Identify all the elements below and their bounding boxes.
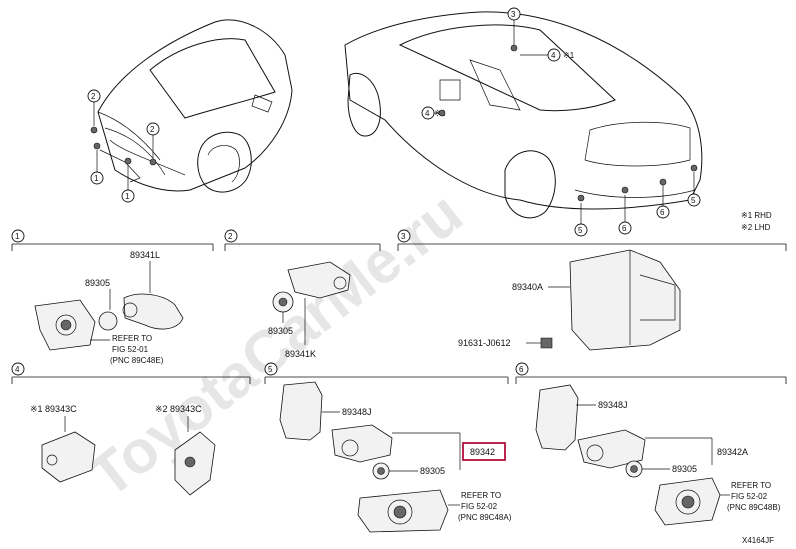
section-4-badge[interactable]: [11, 362, 25, 376]
part-89305-s6[interactable]: 89305: [672, 464, 697, 474]
fig-text-s5[interactable]: FIG 52-02: [461, 502, 498, 511]
screw-part: [540, 337, 553, 349]
rear-callout-label: 4: [551, 51, 556, 60]
section-3-number: 3: [401, 232, 406, 241]
section-5: 5 89348J 89342 89305 REFER TO FIG 52-02 …: [264, 362, 512, 533]
rear-callout-label: 6: [660, 208, 665, 217]
rear-sensor-marker: [577, 194, 585, 202]
rear-callout-6a[interactable]: [618, 221, 632, 235]
rear-callout-5b[interactable]: [687, 193, 701, 207]
refer-text-s5: REFER TO: [461, 491, 501, 500]
refer-text-s6: REFER TO: [731, 481, 771, 490]
rear-callout-4b[interactable]: [421, 106, 435, 120]
front-car-illustration: [97, 19, 293, 193]
sensor-part: [123, 293, 184, 330]
section-2-number: 2: [228, 232, 233, 241]
front-callout-2b[interactable]: [146, 122, 160, 136]
part-89305-s1[interactable]: 89305: [85, 278, 110, 288]
sensor-part: [577, 429, 646, 469]
rear-callout-4a[interactable]: [547, 48, 561, 62]
section-1-number: 1: [15, 232, 20, 241]
pnc-text-s1: (PNC 89C48E): [110, 356, 164, 365]
part-89348J-s5[interactable]: 89348J: [342, 407, 372, 417]
computer-module-part: [569, 249, 681, 351]
front-sensor-marker: [90, 126, 98, 134]
highlighted-part-box[interactable]: [462, 442, 506, 461]
rear-callout-label: 5: [691, 196, 696, 205]
fig-text-s6[interactable]: FIG 52-02: [731, 492, 768, 501]
section-3-badge[interactable]: [397, 229, 411, 243]
section-6-number: 6: [519, 365, 524, 374]
rear-callout-label: 3: [511, 10, 516, 19]
front-callout-label: 2: [150, 125, 155, 134]
section-2-badge[interactable]: [224, 229, 238, 243]
retainer-part: [279, 381, 323, 441]
part-89305-s2[interactable]: 89305: [268, 326, 293, 336]
front-callout-1b[interactable]: [121, 189, 135, 203]
section-6-badge[interactable]: [515, 362, 529, 376]
section-2: 2 89305 89341K: [224, 229, 381, 359]
pnc-text-s6: (PNC 89C48B): [727, 503, 781, 512]
legend-rhd: ※1 RHD: [741, 211, 772, 220]
sensor-part: [331, 424, 393, 463]
part-89348J-s6[interactable]: 89348J: [598, 400, 628, 410]
section-3: 3 89340A 91631-J0612: [397, 229, 787, 351]
rear-callout-3[interactable]: [507, 7, 521, 21]
part-89343C-lhd[interactable]: ※2 89343C: [155, 404, 202, 414]
part-89342[interactable]: 89342: [470, 447, 495, 457]
part-89305-s5[interactable]: 89305: [420, 466, 445, 476]
front-sensor-marker: [93, 142, 101, 150]
rear-sensor-marker: [510, 44, 518, 52]
rear-car-illustration: [344, 11, 703, 219]
front-callout-label: 2: [91, 92, 96, 101]
rear-callout-6b[interactable]: [656, 205, 670, 219]
front-sensor-marker: [149, 158, 157, 166]
rear-callout-label: 4: [425, 109, 430, 118]
section-5-number: 5: [268, 365, 273, 374]
part-89342A[interactable]: 89342A: [717, 447, 748, 457]
rear-callout-label: 5: [578, 226, 583, 235]
retainer-part: [535, 384, 579, 451]
rear-sensor-marker: [438, 109, 446, 117]
front-sensor-marker: [124, 157, 132, 165]
legend-lhd: ※2 LHD: [741, 223, 771, 232]
figure-code: X4164JF: [742, 536, 774, 545]
part-89343C-rhd[interactable]: ※1 89343C: [30, 404, 77, 414]
grommet-part: [98, 311, 118, 331]
section-1: 1 89341L 89305 REFER TO FIG 52-01 (PNC 8…: [11, 229, 214, 365]
rear-sensor-marker: [690, 164, 698, 172]
section-5-badge[interactable]: [264, 362, 278, 376]
part-89341L[interactable]: 89341L: [130, 250, 160, 260]
section-6: 6 89348J 89342A 89305 REFER TO FIG 52-02…: [515, 362, 787, 526]
section-4-number: 4: [15, 365, 20, 374]
section-1-badge[interactable]: [11, 229, 25, 243]
part-89340A[interactable]: 89340A: [512, 282, 543, 292]
rear-callouts: 3 4 ※1 4 ※2 5 5 6 6: [421, 7, 701, 237]
refer-text-s1: REFER TO: [112, 334, 152, 343]
buzzer-part-rhd: [41, 431, 96, 483]
rear-rhd-mark: ※1: [563, 51, 575, 60]
rear-callout-label: 6: [622, 224, 627, 233]
rear-sensor-marker: [659, 178, 667, 186]
rear-sensor-marker: [621, 186, 629, 194]
rear-callout-5a[interactable]: [574, 223, 588, 237]
sensor-part: [287, 261, 351, 299]
part-89341K[interactable]: 89341K: [285, 349, 316, 359]
pnc-text-s5: (PNC 89C48A): [458, 513, 512, 522]
section-4: 4 ※1 89343C ※2 89343C: [11, 362, 251, 496]
front-callout-label: 1: [125, 192, 130, 201]
fig-text-s1[interactable]: FIG 52-01: [112, 345, 149, 354]
part-91631-J0612[interactable]: 91631-J0612: [458, 338, 511, 348]
front-callout-1a[interactable]: [90, 171, 104, 185]
front-callout-label: 1: [94, 174, 99, 183]
front-callout-2a[interactable]: [87, 89, 101, 103]
front-callouts: 2 2 1 1: [87, 89, 160, 203]
